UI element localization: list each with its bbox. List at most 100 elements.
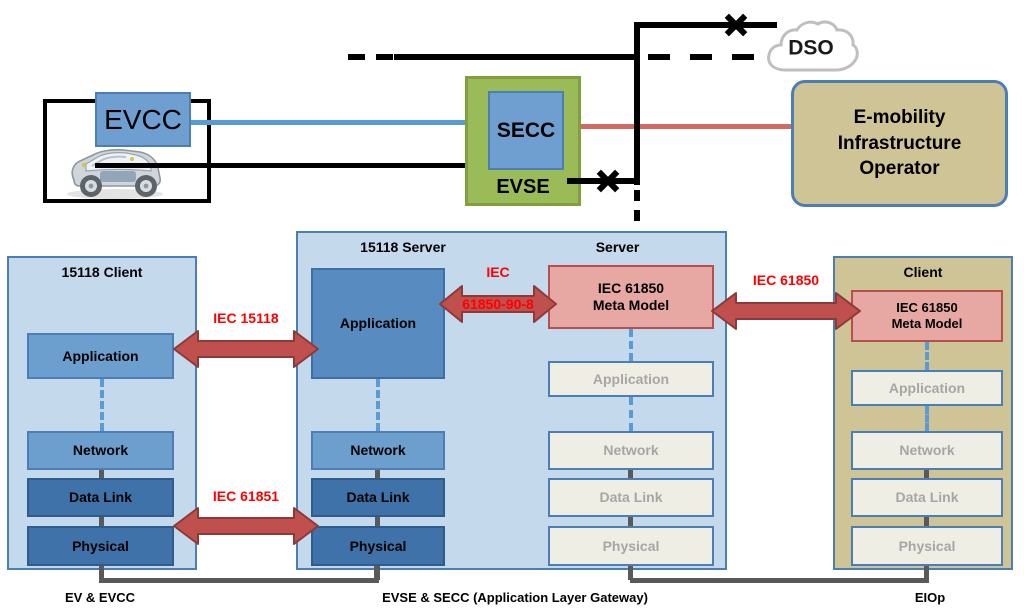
evcc-secc-link xyxy=(150,120,485,125)
evcc-label: EVCC xyxy=(104,103,182,135)
layer-label: Network xyxy=(603,442,659,459)
dso-cloud[interactable]: DSO xyxy=(763,18,859,80)
arrow-iec-61850[interactable] xyxy=(710,290,862,332)
layer-network-61850-server[interactable]: Network xyxy=(548,431,714,470)
layer-datalink-15118-client[interactable]: Data Link xyxy=(27,478,174,517)
layer-label: Network xyxy=(899,442,955,459)
layer-meta-model-61850-server[interactable]: IEC 61850 Meta Model xyxy=(548,265,714,329)
layer-label-line2: Meta Model xyxy=(592,297,670,313)
connector-solid-61850-1 xyxy=(628,470,633,478)
dso-trunk-line xyxy=(634,22,640,185)
layer-application-61850-server[interactable]: Application xyxy=(548,361,714,397)
layer-application-15118-client[interactable]: Application xyxy=(27,333,174,379)
arrow-label-iec-15118: IEC 15118 xyxy=(213,310,279,326)
layer-datalink-15118-server[interactable]: Data Link xyxy=(311,478,445,517)
layer-label: Physical xyxy=(602,537,660,554)
layer-label: Application xyxy=(62,347,139,364)
layer-label: Application xyxy=(339,315,417,332)
bracket-ev-evcc-riser xyxy=(374,566,379,583)
evse-power-line xyxy=(95,163,476,168)
dso-label: DSO xyxy=(788,36,834,60)
evse-label: EVSE xyxy=(496,176,550,198)
dso-top-line xyxy=(637,22,777,28)
connector-solid-left-2 xyxy=(99,517,104,526)
arrow-label-iec-61850: IEC 61850 xyxy=(752,272,820,288)
layer-datalink-61850-server[interactable]: Data Link xyxy=(548,478,714,517)
evcc-box[interactable]: EVCC xyxy=(95,92,191,147)
secc-label: SECC xyxy=(496,118,556,142)
x-break-icon-top xyxy=(720,9,752,41)
layer-application-61850-client[interactable]: Application xyxy=(851,370,1003,406)
panel-title-15118-server: 15118 Server xyxy=(360,239,446,255)
layer-label: Physical xyxy=(72,537,129,554)
bottom-label-eiop: EIOp xyxy=(914,590,946,605)
arrow-iec-61850-90-8[interactable] xyxy=(438,283,558,325)
emobility-line-1: E-mobility xyxy=(853,107,946,129)
layer-label: Data Link xyxy=(895,489,959,506)
connector-dashed-client-1 xyxy=(925,342,929,370)
connector-dashed-client-2 xyxy=(925,406,929,431)
arrow-iec-61851[interactable] xyxy=(172,505,320,547)
panel-title-15118-client: 15118 Client xyxy=(61,264,143,280)
layer-physical-15118-server[interactable]: Physical xyxy=(311,526,445,566)
layer-label: Physical xyxy=(349,537,407,554)
evse-box[interactable]: SECC EVSE xyxy=(465,76,581,206)
connector-solid-mid-2 xyxy=(375,517,380,526)
connector-solid-61850-3 xyxy=(628,566,633,580)
cloud-icon xyxy=(767,20,859,72)
connector-solid-client-1 xyxy=(924,470,929,478)
arrow-label-line2: 61850-90-8 xyxy=(462,296,534,313)
layer-label: Physical xyxy=(898,537,956,554)
connector-solid-left-3 xyxy=(99,566,104,580)
layer-datalink-61850-client[interactable]: Data Link xyxy=(851,478,1003,517)
arrow-label-iec-61851: IEC 61851 xyxy=(212,488,280,504)
emobility-line-2: Infrastructure xyxy=(837,132,962,154)
panel-title-61850-server: Server xyxy=(595,239,640,255)
connector-dashed-61850-1 xyxy=(629,329,633,361)
dso-mid-line-dash-left xyxy=(348,54,394,60)
layer-label: Application xyxy=(888,379,966,396)
secc-emobility-link xyxy=(556,124,796,129)
dso-mid-line-solid xyxy=(394,54,639,60)
layer-application-15118-server[interactable]: Application xyxy=(311,268,445,379)
bracket-eiop xyxy=(630,578,929,583)
layer-network-15118-client[interactable]: Network xyxy=(27,431,174,470)
bracket-ev-evcc xyxy=(99,578,379,583)
panel-title-61850-client: Client xyxy=(903,264,943,280)
connector-solid-mid-1 xyxy=(375,470,380,478)
secc-box[interactable]: SECC xyxy=(488,91,564,170)
layer-label: Application xyxy=(592,370,670,387)
connector-solid-client-3 xyxy=(924,566,929,580)
layer-network-61850-client[interactable]: Network xyxy=(851,431,1003,470)
x-break-icon-bottom xyxy=(592,165,624,197)
layer-label: Data Link xyxy=(68,489,132,506)
connector-solid-left-1 xyxy=(99,470,104,478)
emobility-operator-box[interactable]: E-mobility Infrastructure Operator xyxy=(791,80,1008,207)
connector-dashed-61850-2 xyxy=(629,397,633,431)
arrow-iec-15118[interactable] xyxy=(172,328,320,370)
bottom-label-ev-evcc: EV & EVCC xyxy=(64,590,136,605)
layer-label: Network xyxy=(350,442,406,459)
connector-solid-61850-2 xyxy=(628,517,633,526)
connector-dashed-mid xyxy=(376,379,380,431)
layer-label-line2: Meta Model xyxy=(891,316,963,331)
bottom-label-evse-secc: EVSE & SECC (Application Layer Gateway) xyxy=(382,590,648,605)
layer-meta-model-61850-client[interactable]: IEC 61850 Meta Model xyxy=(851,290,1003,342)
emobility-line-3: Operator xyxy=(859,158,940,180)
layer-network-15118-server[interactable]: Network xyxy=(311,431,445,470)
layer-label: Network xyxy=(72,442,129,459)
dso-trunk-dashed xyxy=(634,190,640,230)
connector-dashed-left xyxy=(100,379,104,431)
electric-car-icon xyxy=(67,148,163,199)
layer-label-line1: IEC 61850 xyxy=(597,280,665,297)
layer-label: Data Link xyxy=(599,489,663,506)
arrow-label-line1: IEC xyxy=(486,264,510,281)
layer-physical-15118-client[interactable]: Physical xyxy=(27,526,174,566)
layer-physical-61850-server[interactable]: Physical xyxy=(548,526,714,566)
layer-physical-61850-client[interactable]: Physical xyxy=(851,526,1003,566)
layer-label: Data Link xyxy=(346,489,410,506)
arrow-label-iec-61850-90-8: IEC 61850-90-8 xyxy=(438,248,558,328)
dso-mid-line-dash-right xyxy=(640,54,754,60)
connector-solid-client-2 xyxy=(924,517,929,526)
